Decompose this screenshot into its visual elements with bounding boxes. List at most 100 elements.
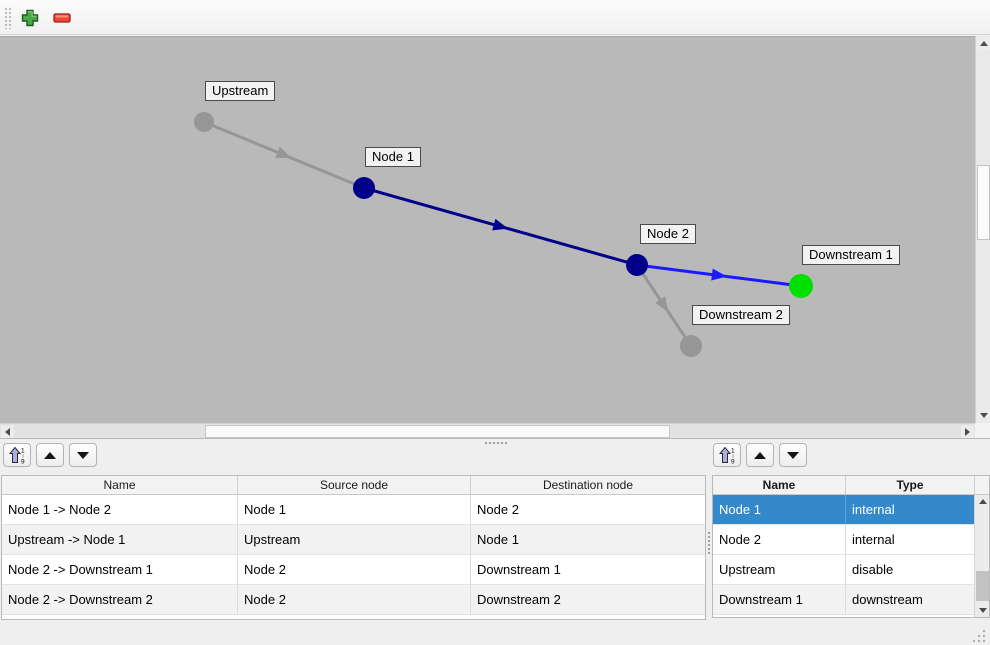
edge-source-cell: Node 1 (238, 495, 471, 524)
column-header-source-node[interactable]: Source node (238, 476, 471, 494)
edges-table: Name Source node Destination node Node 1… (1, 475, 706, 620)
main-toolbar (0, 0, 990, 35)
edge-arrow-icon (492, 218, 509, 231)
add-node-button[interactable] (17, 5, 43, 31)
remove-minus-icon (53, 13, 71, 23)
nodes-toolbar: 1 9 (713, 443, 807, 467)
scroll-up-button[interactable] (976, 495, 989, 508)
svg-text:9: 9 (731, 459, 735, 465)
sort-nodes-button[interactable]: 1 9 (713, 443, 741, 467)
move-edge-down-button[interactable] (69, 443, 97, 467)
node-name-cell: Downstream 1 (713, 585, 846, 614)
edge-destination-cell: Downstream 2 (477, 592, 561, 607)
vertical-scroll-thumb[interactable] (977, 165, 990, 240)
up-arrow-icon (978, 499, 987, 504)
down-arrow-icon (978, 608, 987, 613)
column-header-destination-node[interactable]: Destination node (542, 478, 634, 492)
edge-arrow-icon (711, 268, 727, 281)
edge-source-cell: Upstream (238, 525, 471, 554)
window-resize-grip-icon[interactable] (971, 628, 987, 644)
node-label-upstream[interactable]: Upstream (205, 81, 276, 101)
node-label-downstream1[interactable]: Downstream 1 (802, 245, 900, 265)
nodes-table-row-selected[interactable]: Node 1 internal (713, 495, 975, 525)
edge-name-cell: Node 1 -> Node 2 (2, 495, 238, 524)
left-arrow-icon (5, 427, 10, 436)
scroll-down-button[interactable] (976, 604, 989, 617)
node-name-cell: Node 1 (713, 495, 846, 524)
column-header-name[interactable]: Name (2, 476, 238, 494)
svg-text:1: 1 (731, 448, 735, 455)
right-arrow-icon (965, 427, 970, 436)
graph-node-node2[interactable] (626, 254, 648, 276)
edges-table-row[interactable]: Upstream -> Node 1 Upstream Node 1 (2, 525, 705, 555)
canvas-horizontal-scrollbar[interactable] (0, 423, 975, 438)
scroll-up-button[interactable] (977, 37, 990, 50)
scroll-right-button[interactable] (961, 425, 974, 438)
scroll-left-button[interactable] (1, 425, 14, 438)
edges-toolbar: 1 9 (3, 443, 97, 467)
nodes-scroll-thumb[interactable] (976, 571, 989, 601)
node-type-cell: internal (852, 532, 895, 547)
down-arrow-icon (979, 413, 988, 418)
up-triangle-icon (44, 451, 56, 459)
edges-table-row[interactable]: Node 1 -> Node 2 Node 1 Node 2 (2, 495, 705, 525)
edges-table-row[interactable]: Node 2 -> Downstream 1 Node 2 Downstream… (2, 555, 705, 585)
edge-destination-cell: Node 2 (477, 502, 519, 517)
nodes-table-scrollbar[interactable] (974, 495, 989, 617)
tables-splitter[interactable] (706, 443, 712, 630)
add-plus-icon (21, 9, 39, 27)
move-node-up-button[interactable] (746, 443, 774, 467)
down-triangle-icon (77, 451, 89, 459)
graph-canvas[interactable]: Upstream Node 1 Node 2 Downstream 1 Down… (0, 36, 975, 423)
svg-text:9: 9 (21, 459, 25, 465)
move-edge-up-button[interactable] (36, 443, 64, 467)
edge-destination-cell: Downstream 1 (477, 562, 561, 577)
node-type-cell: downstream (852, 592, 923, 607)
node-label-node1[interactable]: Node 1 (365, 147, 421, 167)
edge-name-cell: Node 2 -> Downstream 2 (2, 585, 238, 614)
scroll-down-button[interactable] (977, 409, 990, 422)
graph-node-node1[interactable] (353, 177, 375, 199)
sort-edges-button[interactable]: 1 9 (3, 443, 31, 467)
edge-name-cell: Node 2 -> Downstream 1 (2, 555, 238, 584)
down-triangle-icon (787, 451, 799, 459)
nodes-table-row[interactable]: Downstream 1 downstream (713, 585, 975, 615)
column-header-type[interactable]: Type (846, 476, 975, 494)
edge-name-cell: Upstream -> Node 1 (2, 525, 238, 554)
nodes-table: Name Type Node 1 internal Node 2 interna… (712, 475, 990, 618)
node-name-cell: Node 2 (713, 525, 846, 554)
up-arrow-icon (979, 41, 988, 46)
graph-node-downstream1[interactable] (789, 274, 813, 298)
edge-source-cell: Node 2 (238, 585, 471, 614)
splitter-grip-icon (484, 441, 507, 445)
nodes-table-header: Name Type (713, 476, 989, 495)
svg-text:1: 1 (21, 448, 25, 455)
nodes-table-row[interactable]: Node 2 internal (713, 525, 975, 555)
remove-node-button[interactable] (49, 5, 75, 31)
sort-ascending-icon: 1 9 (718, 446, 735, 465)
canvas-vertical-scrollbar[interactable] (975, 36, 990, 423)
scrollbar-corner (975, 423, 990, 438)
graph-node-downstream2[interactable] (680, 335, 702, 357)
edge-arrow-icon (655, 296, 669, 313)
move-node-down-button[interactable] (779, 443, 807, 467)
up-triangle-icon (754, 451, 766, 459)
edges-table-row[interactable]: Node 2 -> Downstream 2 Node 2 Downstream… (2, 585, 705, 615)
node-name-cell: Upstream (713, 555, 846, 584)
column-header-name[interactable]: Name (713, 476, 846, 494)
edge-destination-cell: Node 1 (477, 532, 519, 547)
header-spacer (975, 476, 989, 494)
node-type-cell: internal (852, 502, 895, 517)
sort-ascending-icon: 1 9 (8, 446, 25, 465)
pane-splitter[interactable] (0, 438, 990, 445)
toolbar-drag-handle[interactable] (4, 7, 12, 29)
graph-node-upstream[interactable] (194, 112, 214, 132)
node-label-downstream2[interactable]: Downstream 2 (692, 305, 790, 325)
node-label-node2[interactable]: Node 2 (640, 224, 696, 244)
horizontal-scroll-thumb[interactable] (205, 425, 670, 438)
edge-arrow-icon (275, 146, 292, 159)
nodes-table-row[interactable]: Upstream disable (713, 555, 975, 585)
node-type-cell: disable (852, 562, 894, 577)
status-bar (0, 628, 990, 645)
